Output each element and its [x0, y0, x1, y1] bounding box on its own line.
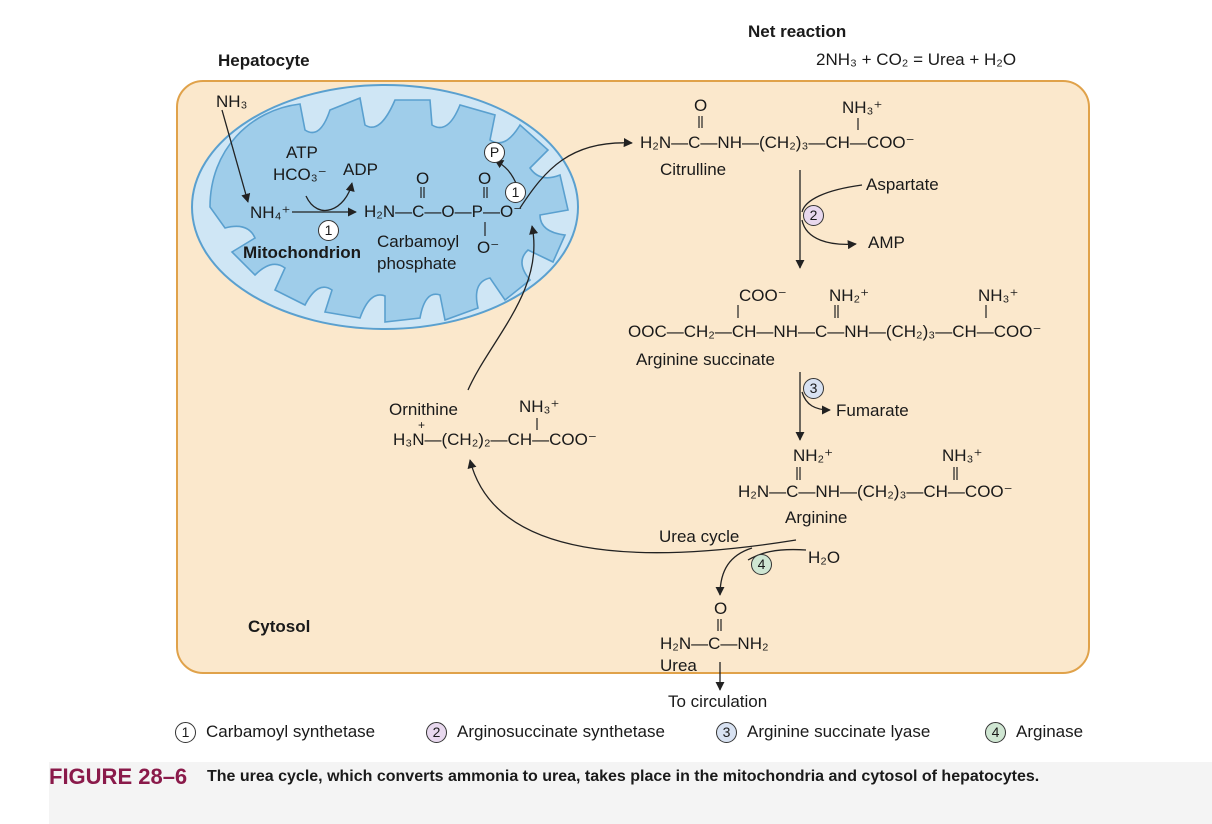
carbamoyl-name-1: Carbamoyl — [377, 232, 460, 251]
phosphate-marker: P — [484, 142, 505, 163]
carbamoyl-phosphate-formula: H₂N—C—O—P—O⁻ — [364, 202, 523, 221]
enzyme-4-marker: 4 — [751, 554, 772, 575]
enzyme-1-second-marker: 1 — [505, 182, 526, 203]
figure-caption-text: The urea cycle, which converts ammonia t… — [207, 768, 1040, 785]
aspartate-label: Aspartate — [866, 175, 939, 194]
hepatocyte-label: Hepatocyte — [218, 51, 310, 70]
urea-formula: H₂N—C—NH₂ — [660, 634, 769, 653]
citrulline-o: O — [694, 96, 708, 115]
water-in-curve — [747, 548, 807, 561]
atp-adp-curve — [305, 182, 355, 212]
carbamoyl-o-minus: O⁻ — [477, 238, 500, 257]
nh4-label: NH₄⁺ — [250, 203, 291, 222]
ornithine-nh3: NH₃⁺ — [519, 397, 560, 416]
figure-number: FIGURE 28–6 — [49, 764, 188, 789]
urea-o: O — [714, 599, 728, 618]
argsucc-nh3: NH₃⁺ — [978, 286, 1019, 305]
adp-label: ADP — [343, 160, 378, 179]
urea-cycle-label: Urea cycle — [659, 527, 740, 546]
arginine-nh2: NH₂⁺ — [793, 446, 834, 465]
argsucc-name: Arginine succinate — [636, 350, 775, 369]
ornithine-name: Ornithine — [389, 400, 458, 419]
citrulline-name: Citrulline — [660, 160, 727, 179]
water-label: H₂O — [808, 548, 841, 567]
arginine-to-ornithine-arrow — [467, 459, 797, 554]
citrulline-formula: H₂N—C—NH—(CH₂)₃—CH—COO⁻ — [640, 133, 915, 152]
mitochondrion-inner-membrane — [209, 96, 569, 323]
enzyme-1-mito-marker: 1 — [318, 220, 339, 241]
ornithine-formula: H₃N—(CH₂)₂—CH—COO⁻ — [393, 430, 597, 449]
aspartate-in-curve — [801, 184, 863, 213]
nh3-entry-arrow — [221, 109, 251, 203]
enzyme-2-marker: 2 — [803, 205, 824, 226]
argsucc-nh2: NH₂⁺ — [829, 286, 870, 305]
atp-label: ATP — [286, 143, 318, 162]
amp-label: AMP — [868, 233, 905, 252]
net-reaction-equation: 2NH₃ + CO₂ = Urea + H₂O — [816, 50, 1017, 69]
carbamoyl-o-top-2: O — [478, 169, 492, 188]
argsucc-coo: COO⁻ — [739, 286, 787, 305]
arginine-to-urea-arrow — [715, 547, 753, 596]
arginine-name: Arginine — [785, 508, 848, 527]
hco3-label: HCO₃⁻ — [273, 165, 327, 184]
carbamoyl-name-2: phosphate — [377, 254, 457, 273]
figure-caption: FIGURE 28–6 The urea cycle, which conver… — [49, 762, 1212, 824]
arginine-formula: H₂N—C—NH—(CH₂)₃—CH—COO⁻ — [738, 482, 1013, 501]
fumarate-out-curve — [801, 391, 831, 415]
ornithine-to-mito-arrow — [467, 225, 539, 391]
nh3-input: NH₃ — [216, 92, 248, 111]
carbamoyl-to-citrulline-arrow — [519, 138, 633, 209]
fumarate-label: Fumarate — [836, 401, 909, 420]
urea-name: Urea — [660, 656, 697, 675]
citrulline-nh3: NH₃⁺ — [842, 98, 883, 117]
ornithine-plus: + — [418, 418, 426, 432]
arginine-nh3: NH₃⁺ — [942, 446, 983, 465]
cytosol-label: Cytosol — [248, 617, 311, 636]
diagram-title: Net reaction — [748, 22, 847, 41]
argsucc-formula: OOC—CH₂—CH—NH—C—NH—(CH₂)₃—CH—COO⁻ — [628, 322, 1042, 341]
to-circulation-label: To circulation — [668, 692, 768, 711]
amp-out-curve — [801, 219, 857, 250]
mitochondrion-label: Mitochondrion — [243, 243, 362, 262]
carbamoyl-o-top-1: O — [416, 169, 430, 188]
enzyme-3-marker: 3 — [803, 378, 824, 399]
